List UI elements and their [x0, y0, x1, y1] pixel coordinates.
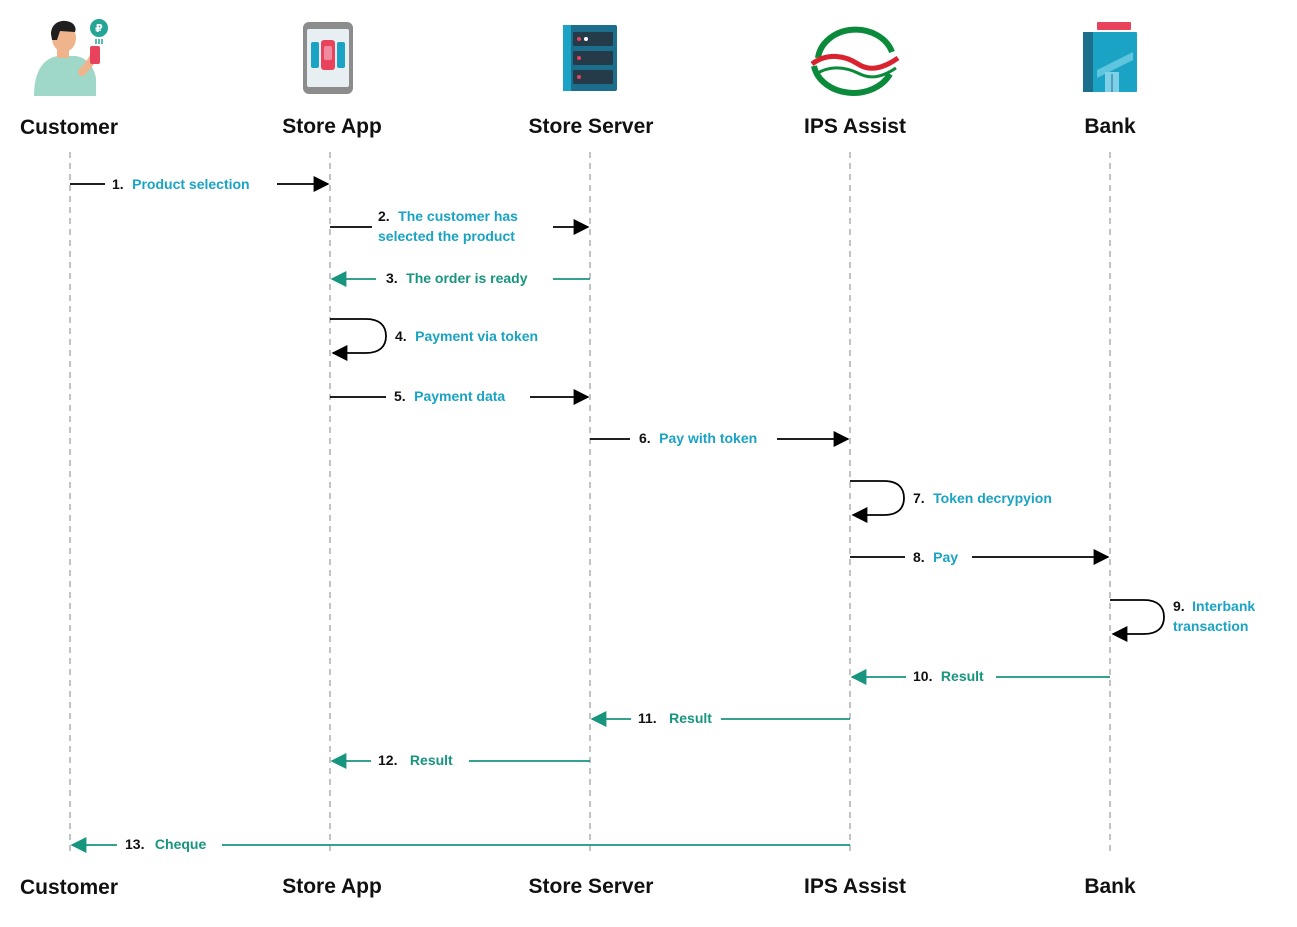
- message-3: 3. The order is ready: [330, 270, 590, 287]
- message-8-text: Pay: [933, 549, 958, 565]
- message-12-text: Result: [410, 752, 453, 768]
- message-11-text: Result: [669, 710, 712, 726]
- server-rack-icon: [563, 25, 617, 91]
- message-3-text: The order is ready: [406, 270, 528, 286]
- message-4-text: Payment via token: [415, 328, 538, 344]
- message-9-number: 9.: [1173, 598, 1185, 614]
- message-9: 9. Interbank transaction: [1110, 598, 1255, 642]
- message-3-number: 3.: [386, 270, 398, 286]
- svg-text:₽: ₽: [95, 23, 103, 35]
- participant-label-top-ips-assist: IPS Assist: [804, 115, 906, 138]
- customer-with-phone-icon: ₽: [34, 19, 108, 96]
- ips-assist-logo-icon: [810, 26, 900, 96]
- message-6-text: Pay with token: [659, 430, 757, 446]
- participant-label-top-store-server: Store Server: [529, 115, 654, 138]
- message-7-number: 7.: [913, 490, 925, 506]
- participant-label-bottom-store-app: Store App: [282, 875, 382, 898]
- message-1-label: 1. Product selection: [112, 176, 250, 193]
- message-9-label: 9. Interbank: [1173, 598, 1255, 615]
- message-5-number: 5.: [394, 388, 406, 404]
- message-3-label: 3. The order is ready: [386, 270, 528, 287]
- message-13-number: 13.: [125, 836, 144, 852]
- message-8-number: 8.: [913, 549, 925, 565]
- participant-label-top-bank: Bank: [1084, 115, 1136, 138]
- message-10-label: 10. Result: [913, 668, 984, 685]
- participant-label-bottom-ips-assist: IPS Assist: [804, 875, 906, 898]
- message-10-text: Result: [941, 668, 984, 684]
- message-2-number: 2.: [378, 208, 390, 224]
- message-2: 2. The customer has selected the product: [330, 208, 590, 244]
- message-10: 10. Result: [850, 668, 1110, 685]
- message-4: 4. Payment via token: [330, 318, 538, 361]
- smartphone-icon: [303, 22, 353, 94]
- message-7-label: 7. Token decrypyion: [913, 490, 1052, 507]
- message-9-text-line2: transaction: [1173, 618, 1248, 634]
- message-5-label: 5. Payment data: [394, 388, 505, 405]
- message-1-number: 1.: [112, 176, 124, 192]
- message-1-text: Product selection: [132, 176, 249, 192]
- message-4-label: 4. Payment via token: [395, 328, 538, 345]
- message-11: 11. Result: [590, 710, 850, 727]
- message-7: 7. Token decrypyion: [850, 480, 1052, 523]
- message-2-label: 2. The customer has: [378, 208, 518, 225]
- bank-building-icon: [1083, 22, 1137, 92]
- message-12: 12. Result: [330, 752, 590, 769]
- message-2-text-line2: selected the product: [378, 228, 515, 244]
- message-6-label: 6. Pay with token: [639, 430, 757, 447]
- message-9-text-line1: Interbank: [1192, 598, 1255, 614]
- message-2-text-line1: The customer has: [398, 208, 518, 224]
- message-1: 1. Product selection: [70, 176, 330, 193]
- message-10-number: 10.: [913, 668, 932, 684]
- participant-label-top-customer: Customer: [20, 116, 118, 139]
- participant-label-top-store-app: Store App: [282, 115, 382, 138]
- participant-label-bottom-bank: Bank: [1084, 875, 1136, 898]
- message-7-text: Token decrypyion: [933, 490, 1052, 506]
- message-12-number: 12.: [378, 752, 397, 768]
- message-11-number: 11.: [638, 710, 657, 726]
- participant-label-bottom-customer: Customer: [20, 876, 118, 899]
- message-13: 13. Cheque: [70, 836, 850, 853]
- message-8: 8. Pay: [850, 549, 1110, 566]
- message-13-text: Cheque: [155, 836, 207, 852]
- message-5-text: Payment data: [414, 388, 505, 404]
- message-5: 5. Payment data: [330, 388, 590, 405]
- participant-label-bottom-store-server: Store Server: [529, 875, 654, 898]
- message-12-label: 12. Result: [378, 752, 453, 769]
- message-8-label: 8. Pay: [913, 549, 958, 566]
- message-4-number: 4.: [395, 328, 407, 344]
- message-11-label: 11. Result: [638, 710, 712, 727]
- message-6-number: 6.: [639, 430, 651, 446]
- message-6: 6. Pay with token: [590, 430, 850, 447]
- message-13-label: 13. Cheque: [125, 836, 206, 853]
